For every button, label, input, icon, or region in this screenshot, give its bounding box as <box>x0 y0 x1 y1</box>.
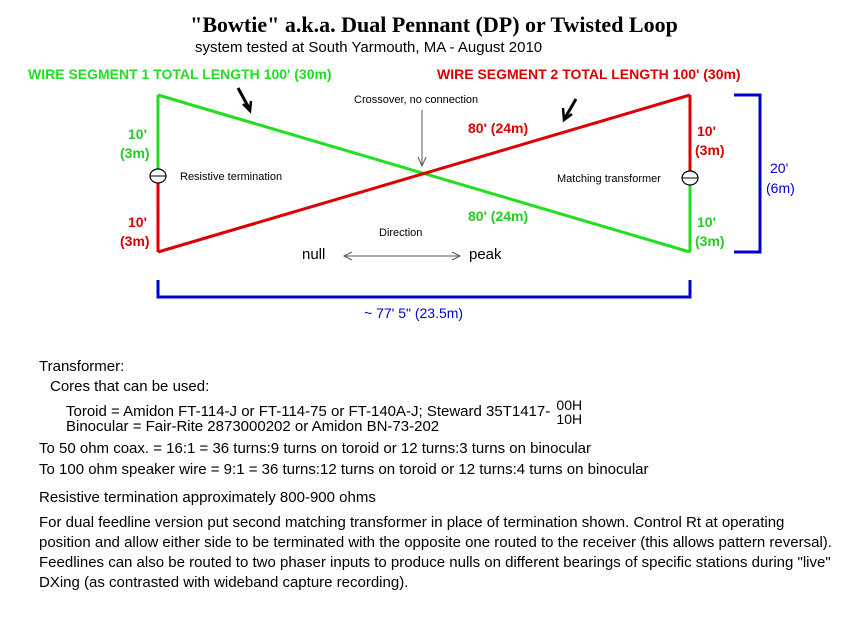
page-title: "Bowtie" a.k.a. Dual Pennant (DP) or Twi… <box>190 12 678 37</box>
right-top-length-m: (3m) <box>695 142 725 158</box>
direction-label: Direction <box>379 227 423 239</box>
crossover-label: Crossover, no connection <box>354 94 479 106</box>
height-m: (6m) <box>766 180 795 196</box>
right-top-length-ft: 10' <box>697 123 716 139</box>
direction-arrowhead-left <box>342 251 353 261</box>
diagonal-green-length: 80' (24m) <box>468 208 529 224</box>
toroid-suffix: 00H 10H <box>556 398 582 426</box>
toroid-suffix-bottom: 10H <box>556 411 583 427</box>
resistive-note: Resistive termination approximately 800-… <box>39 489 376 506</box>
toroid-line: Toroid = Amidon FT-114-J or FT-114-75 or… <box>66 398 582 426</box>
left-bottom-length-ft: 10' <box>128 214 147 230</box>
seg2-diagonal <box>157 93 691 254</box>
left-top-length-ft: 10' <box>128 126 147 142</box>
page-subtitle: system tested at South Yarmouth, MA - Au… <box>195 39 543 56</box>
height-bracket <box>734 93 762 254</box>
seg2-pointer-arrowhead <box>561 107 573 123</box>
seg1-pointer-arrow <box>236 87 251 109</box>
width-label: ~ 77' 5" (23.5m) <box>364 305 464 321</box>
seg2-pointer-arrow <box>563 98 578 119</box>
speaker-line: To 100 ohm speaker wire = 9:1 = 36 turns… <box>39 461 649 478</box>
coax-line: To 50 ohm coax. = 16:1 = 36 turns:9 turn… <box>39 440 591 457</box>
direction-arrowhead-right <box>451 251 462 261</box>
resistive-termination-label: Resistive termination <box>180 171 283 183</box>
toroid-suffix-top: 00H <box>556 397 583 413</box>
right-bottom-length-ft: 10' <box>697 214 716 230</box>
null-label: null <box>302 246 326 263</box>
peak-label: peak <box>469 246 502 263</box>
binocular-line: Binocular = Fair-Rite 2873000202 or Amid… <box>66 418 440 435</box>
width-bracket <box>156 280 692 299</box>
diagonal-red-length: 80' (24m) <box>468 120 529 136</box>
height-ft: 20' <box>770 160 789 176</box>
crossover-arrowhead <box>417 156 427 168</box>
right-bottom-length-m: (3m) <box>695 233 725 249</box>
left-top-length-m: (3m) <box>120 145 150 161</box>
cores-heading: Cores that can be used: <box>50 378 210 395</box>
segment1-label: WIRE SEGMENT 1 TOTAL LENGTH 100' (30m) <box>28 66 332 82</box>
toroid-text: Toroid = Amidon FT-114-J or FT-114-75 or… <box>66 402 551 420</box>
matching-transformer-label: Matching transformer <box>557 173 661 185</box>
segment2-label: WIRE SEGMENT 2 TOTAL LENGTH 100' (30m) <box>437 66 741 82</box>
dual-feedline-note: For dual feedline version put second mat… <box>39 514 832 591</box>
left-bottom-length-m: (3m) <box>120 233 150 249</box>
seg1-pointer-arrowhead <box>242 100 253 114</box>
transformer-heading: Transformer: <box>39 358 125 375</box>
